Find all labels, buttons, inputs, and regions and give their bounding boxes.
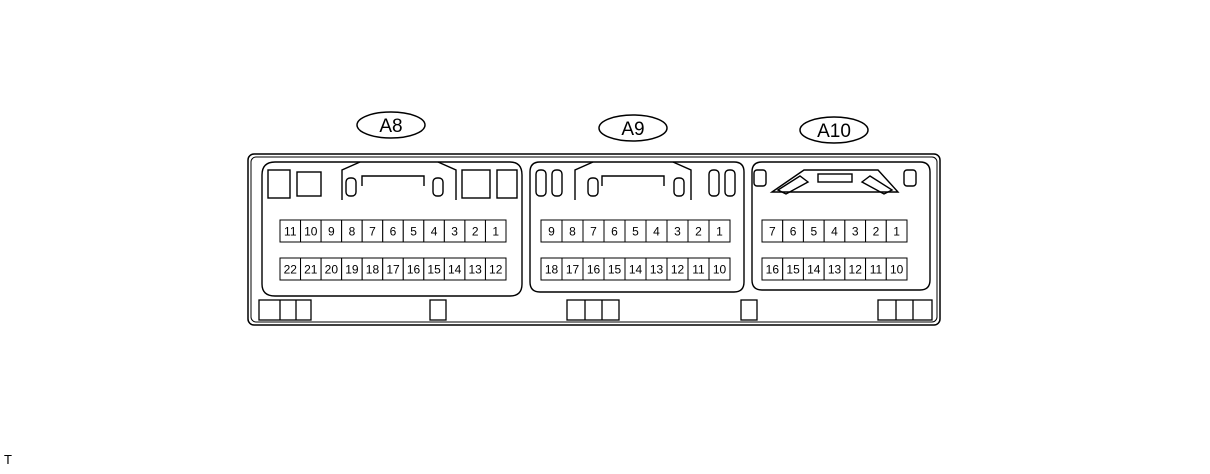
pin-number-a9-16: 16 (587, 263, 601, 277)
pin-cell-a10-1 (885, 219, 908, 243)
pin-number-a9-15: 15 (608, 263, 622, 277)
pin-number-a8-8: 8 (349, 225, 356, 239)
labels-layer: A8 A9 A10 (356, 111, 869, 144)
pin-number-a9-12: 12 (671, 263, 685, 277)
pin-number-a10-7: 7 (769, 225, 776, 239)
pin-number-a8-1: 1 (492, 225, 499, 239)
pin-number-a8-15: 15 (427, 263, 441, 277)
pin-number-a9-17: 17 (566, 263, 580, 277)
connector-a8-bottom-row: 22 21 20 19 18 17 16 15 14 13 12 (279, 257, 507, 281)
ecu-housing-outer (247, 153, 941, 326)
pin-number-a9-13: 13 (650, 263, 664, 277)
pin-cell-a10-10 (885, 257, 908, 281)
pin-number-a8-5: 5 (410, 225, 417, 239)
pin-number-a10-14: 14 (807, 263, 821, 277)
pin-number-a8-9: 9 (328, 225, 335, 239)
pin-number-a8-6: 6 (390, 225, 397, 239)
pin-number-a8-4: 4 (431, 225, 438, 239)
pin-cell-a9-10 (708, 257, 731, 281)
connector-label-oval-a9 (598, 114, 668, 142)
pin-number-a8-18: 18 (366, 263, 380, 277)
pin-number-a9-3: 3 (674, 225, 681, 239)
pin-number-a9-14: 14 (629, 263, 643, 277)
connector-label-oval-a8 (356, 111, 426, 139)
connector-a9-bottom-row: 18 17 16 15 14 13 12 11 10 (540, 257, 731, 281)
pin-number-a8-10: 10 (304, 225, 318, 239)
pin-number-a9-9: 9 (548, 225, 555, 239)
corner-mark: T (4, 452, 12, 467)
pin-number-a8-12: 12 (489, 263, 503, 277)
pin-number-a8-21: 21 (304, 263, 318, 277)
pin-number-a8-14: 14 (448, 263, 462, 277)
connector-label-oval-a10 (799, 116, 869, 144)
connector-label-a8: A8 (379, 116, 402, 137)
housing-bottom-tabs (258, 299, 933, 321)
pin-number-a10-5: 5 (810, 225, 817, 239)
pin-number-a10-15: 15 (786, 263, 800, 277)
pin-number-a10-2: 2 (873, 225, 880, 239)
pin-number-a8-19: 19 (345, 263, 359, 277)
pin-number-a8-20: 20 (325, 263, 339, 277)
pin-number-a8-3: 3 (451, 225, 458, 239)
pin-number-a8-2: 2 (472, 225, 479, 239)
pin-number-a10-6: 6 (790, 225, 797, 239)
pin-cell-a8-12 (484, 257, 507, 281)
pin-number-a9-8: 8 (569, 225, 576, 239)
pin-number-a8-13: 13 (469, 263, 483, 277)
ecu-housing-inner (250, 156, 938, 323)
pin-number-a10-10: 10 (890, 263, 904, 277)
pin-number-a9-6: 6 (611, 225, 618, 239)
pin-number-a9-2: 2 (695, 225, 702, 239)
pin-number-a8-16: 16 (407, 263, 421, 277)
connector-a10-bottom-row: 16 15 14 13 12 11 10 (761, 257, 908, 281)
pin-number-a9-18: 18 (545, 263, 559, 277)
pin-number-a9-11: 11 (692, 263, 705, 277)
pin-number-a8-7: 7 (369, 225, 376, 239)
pin-number-a8-22: 22 (284, 263, 298, 277)
pin-number-a9-4: 4 (653, 225, 660, 239)
pin-cell-a9-1 (708, 219, 731, 243)
pin-number-a10-13: 13 (828, 263, 842, 277)
pin-number-a9-7: 7 (590, 225, 597, 239)
connector-label-a10: A10 (817, 121, 851, 142)
pin-cell-a8-1 (484, 219, 507, 243)
pin-number-a9-10: 10 (713, 263, 727, 277)
pin-number-a10-4: 4 (831, 225, 838, 239)
pin-number-a10-12: 12 (849, 263, 863, 277)
pin-number-a10-16: 16 (766, 263, 780, 277)
pin-number-a8-17: 17 (386, 263, 400, 277)
pin-number-a8-11: 11 (284, 225, 297, 239)
pin-number-a9-1: 1 (716, 225, 723, 239)
pin-number-a10-1: 1 (893, 225, 900, 239)
pin-number-a10-3: 3 (852, 225, 859, 239)
connector-label-a9: A9 (621, 119, 644, 140)
pin-number-a9-5: 5 (632, 225, 639, 239)
pin-number-a10-11: 11 (870, 263, 883, 277)
